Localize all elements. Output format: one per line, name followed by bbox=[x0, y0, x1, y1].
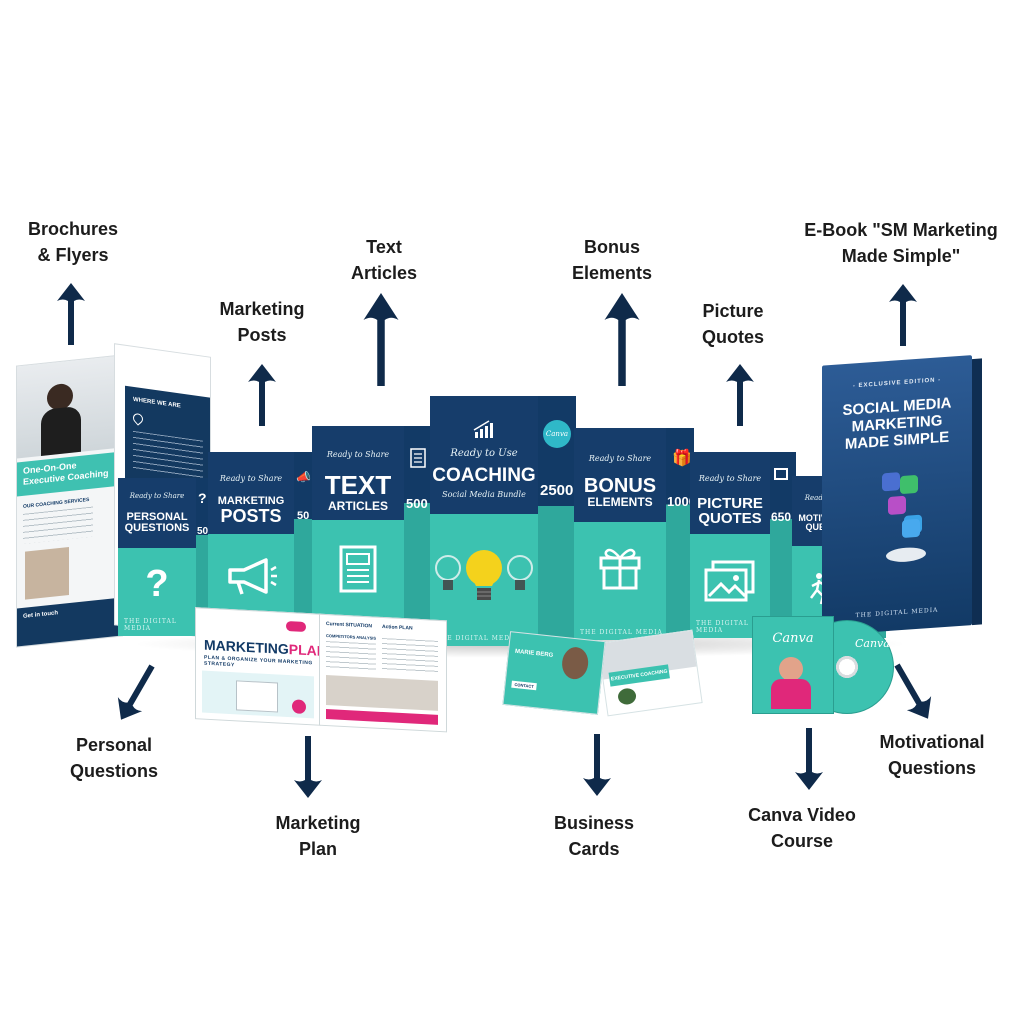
business-card-back: EXECUTIVE COACHING bbox=[597, 629, 703, 717]
arrow-down-canva-course bbox=[795, 728, 823, 790]
brochure-photo-2 bbox=[25, 547, 69, 600]
label-canva-video-course: Canva Video Course bbox=[748, 805, 856, 851]
brochure-services-lines bbox=[23, 506, 93, 544]
label-business-cards: Business Cards bbox=[553, 813, 635, 859]
marketing-plan-booklet: MARKETINGPLAN PLAN & ORGANIZE YOUR MARKE… bbox=[195, 607, 455, 739]
arrow-up-picture-quotes bbox=[726, 364, 754, 426]
canva-badge: Canva bbox=[543, 420, 571, 448]
article-small-icon bbox=[410, 448, 426, 468]
box-text-articles: Ready to Share TEXT ARTICLES THE DIGITAL… bbox=[312, 426, 432, 640]
arrow-up-text-articles bbox=[363, 293, 399, 386]
label-brochures-flyers: Brochures & Flyers bbox=[27, 219, 119, 265]
arrow-up-ebook bbox=[889, 284, 917, 346]
question-icon: ? bbox=[145, 563, 169, 605]
bonsai-icon bbox=[617, 687, 638, 706]
twitter-icon bbox=[902, 518, 920, 538]
lightbulb-icon bbox=[435, 550, 533, 600]
document-icon bbox=[339, 545, 377, 593]
megaphone-icon bbox=[228, 558, 277, 595]
social-icons-stack bbox=[882, 470, 926, 573]
dvd-case: Canva bbox=[752, 616, 834, 714]
arrow-up-bonus-elements bbox=[604, 293, 640, 386]
arrow-down-marketing-plan bbox=[294, 736, 322, 798]
whatsapp-icon bbox=[900, 474, 918, 495]
arrow-down-personal-questions bbox=[108, 659, 165, 727]
label-text-articles: Text Articles bbox=[350, 237, 418, 283]
box-coaching-bundle: Ready to Use COACHING Social Media Bundl… bbox=[430, 396, 576, 646]
label-marketing-posts: Marketing Posts bbox=[219, 299, 305, 345]
growth-chart-icon bbox=[473, 420, 493, 438]
brochure-left-panel: One-On-One Executive Coaching OUR COACHI… bbox=[16, 354, 123, 648]
label-bonus-elements: Bonus Elements bbox=[571, 237, 653, 283]
box-bonus-elements: Ready to Share BONUS ELEMENTS THE DIGITA… bbox=[574, 428, 694, 640]
box-personal-questions: Ready to Share PERSONAL QUESTIONS ? THE … bbox=[118, 478, 210, 636]
arrow-up-marketing-posts bbox=[248, 364, 276, 426]
gift-icon bbox=[599, 548, 641, 590]
label-personal-questions: Personal Questions bbox=[69, 735, 158, 781]
facebook-icon bbox=[882, 472, 900, 492]
arrow-up-brochures bbox=[57, 283, 85, 345]
brochure-title: One-On-One Executive Coaching bbox=[17, 451, 122, 497]
map-pin-icon bbox=[130, 411, 146, 426]
image-icon bbox=[704, 560, 755, 602]
ebook-cover: - EXCLUSIVE EDITION - SOCIAL MEDIA MARKE… bbox=[822, 354, 982, 636]
arrow-down-business-cards bbox=[583, 734, 611, 796]
label-ebook: E-Book "SM Marketing Made Simple" bbox=[804, 220, 998, 266]
business-card-front: MARIE BERG CONTACT bbox=[502, 631, 606, 715]
box-picture-quotes: Ready to Share PICTURE QUOTES THE DIGITA… bbox=[690, 452, 796, 638]
instagram-icon bbox=[888, 495, 906, 515]
label-motivational-questions: Motivational Questions bbox=[879, 732, 985, 778]
coach-photo bbox=[17, 355, 122, 459]
label-marketing-plan: Marketing Plan bbox=[275, 813, 361, 859]
label-picture-quotes: Picture Quotes bbox=[701, 301, 764, 347]
